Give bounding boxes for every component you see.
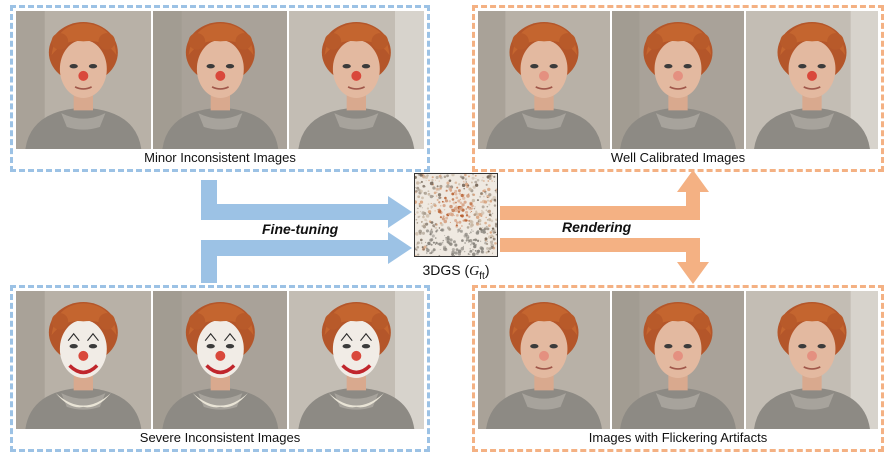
face-image [289, 11, 425, 149]
flickering-artifacts-panel: Images with Flickering Artifacts [472, 285, 884, 452]
rendering-label: Rendering [562, 219, 632, 235]
fine-tuning-arrow-bottom [201, 232, 412, 283]
face-image [16, 11, 151, 149]
photo-strip [16, 291, 425, 429]
panel-caption: Severe Inconsistent Images [139, 430, 301, 445]
fine-tuning-label: Fine-tuning [262, 221, 339, 237]
face-image [152, 11, 288, 149]
minor-inconsistent-panel: Minor Inconsistent Images [10, 5, 430, 172]
3dgs-thumbnail [414, 173, 498, 257]
face-image [478, 291, 610, 429]
face-image [478, 11, 610, 149]
face-image [746, 291, 878, 429]
3dgs-label: 3DGS (Gft) [422, 262, 490, 282]
face-image [746, 11, 878, 149]
panel-caption: Images with Flickering Artifacts [588, 430, 768, 445]
rendering-arrow-bottom [500, 238, 709, 284]
panel-caption: Minor Inconsistent Images [144, 150, 296, 165]
panel-caption: Well Calibrated Images [610, 150, 746, 165]
face-image [612, 291, 744, 429]
face-image [612, 11, 744, 149]
well-calibrated-panel: Well Calibrated Images [472, 5, 884, 172]
photo-strip [478, 11, 878, 149]
photo-strip [478, 291, 878, 429]
face-image [152, 291, 288, 429]
face-image [16, 291, 151, 429]
photo-strip [16, 11, 425, 149]
rendering-arrow-top [500, 170, 709, 220]
fine-tuning-arrow-top [201, 180, 412, 228]
face-image [289, 291, 425, 429]
severe-inconsistent-panel: Severe Inconsistent Images [10, 285, 430, 452]
